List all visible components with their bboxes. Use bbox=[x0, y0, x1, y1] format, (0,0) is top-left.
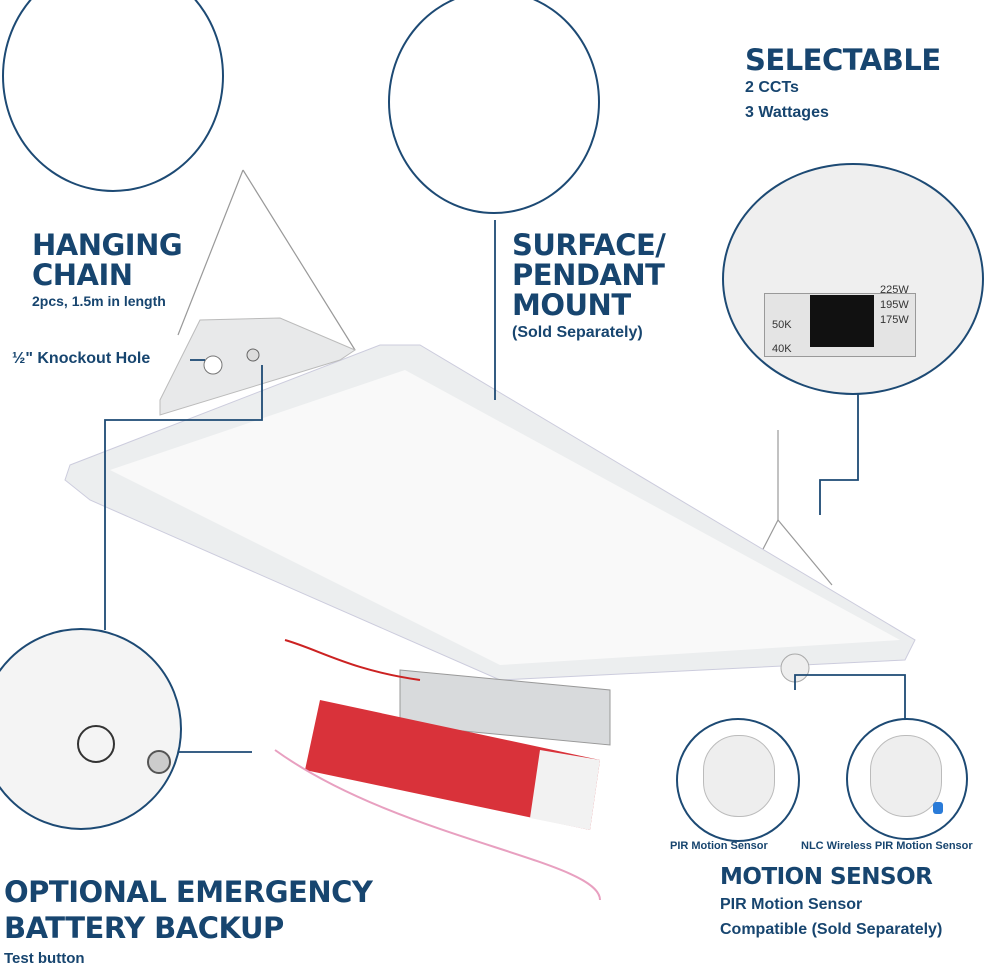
emergency-battery bbox=[274, 639, 611, 901]
hanging-chain-detail-circle bbox=[2, 0, 224, 192]
test-button-icon bbox=[246, 348, 260, 362]
emergency-block: OPTIONAL EMERGENCY BATTERY BACKUP Test b… bbox=[4, 875, 373, 967]
mount-detail-circle bbox=[388, 0, 600, 214]
knockout-hole-icon bbox=[203, 355, 223, 375]
nlc-sensor-circle bbox=[846, 718, 968, 840]
knockout-hole-label: ½" Knockout Hole bbox=[12, 350, 151, 367]
hanging-chain-block: HANGING CHAIN 2pcs, 1.5m in length bbox=[32, 228, 183, 309]
callout-lines bbox=[104, 220, 906, 753]
cct-label: 50K 40K bbox=[772, 319, 792, 355]
hanging-cables bbox=[177, 169, 833, 586]
mount-block: SURFACE/ PENDANT MOUNT (Sold Separately) bbox=[512, 228, 666, 341]
nlc-sensor-label: NLC Wireless PIR Motion Sensor bbox=[801, 840, 973, 852]
light-panel-face bbox=[110, 370, 900, 665]
wattage-label: 225W 195W 175W bbox=[880, 284, 909, 326]
pir-sensor-label: PIR Motion Sensor bbox=[670, 840, 768, 852]
selector-switch-circle: 50K 40K 225W 195W 175W bbox=[722, 163, 984, 395]
motion-sensor-block: MOTION SENSOR PIR Motion Sensor Compatib… bbox=[720, 864, 943, 938]
test-button-detail-circle bbox=[0, 628, 182, 830]
pir-sensor-circle bbox=[676, 718, 800, 842]
bluetooth-icon bbox=[933, 802, 943, 814]
driver-box bbox=[159, 317, 357, 416]
selectable-block: SELECTABLE 2 CCTs 3 Wattages bbox=[745, 43, 941, 121]
